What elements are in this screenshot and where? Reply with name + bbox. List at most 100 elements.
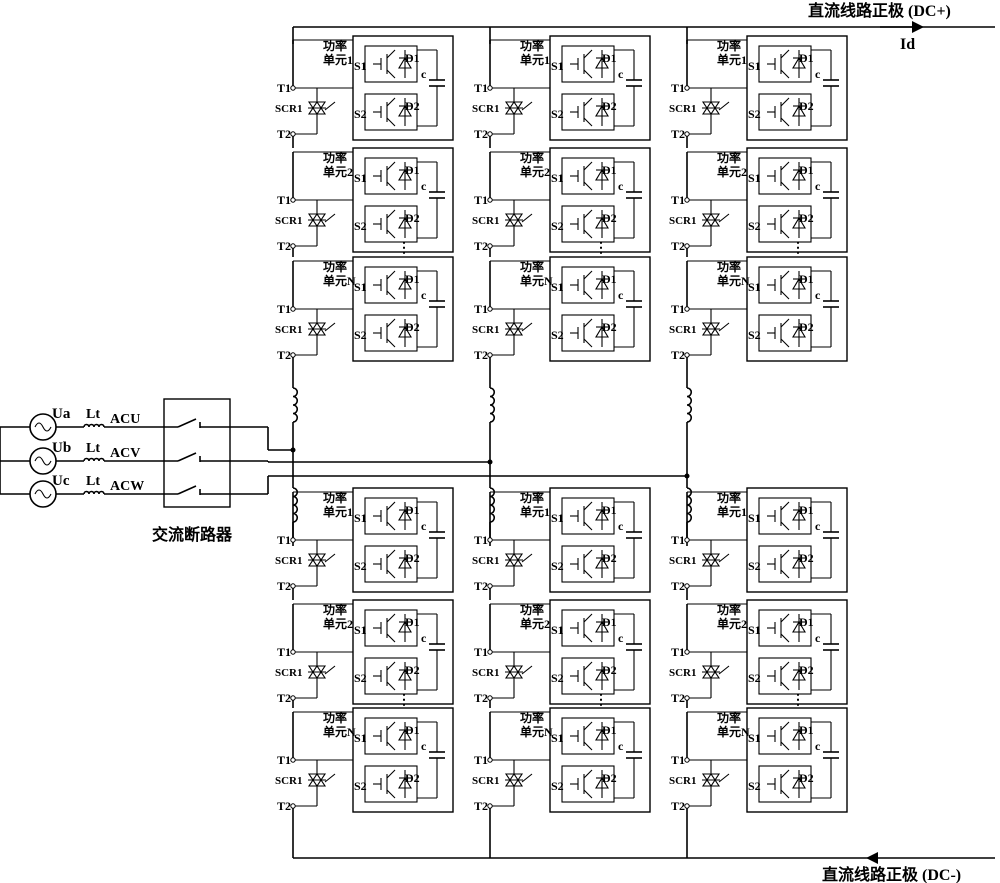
capacitor-label: c: [618, 739, 624, 753]
module-label: 功率: [717, 602, 741, 617]
terminal-t1-label: T1: [277, 302, 291, 316]
dc-negative-label: 直流线路正极 (DC-): [822, 865, 961, 883]
module-box: [549, 35, 651, 141]
dc-positive-label: 直流线路正极 (DC+): [808, 1, 951, 20]
ellipsis-mark: ⋮: [397, 693, 411, 708]
terminal-t1-label: T1: [277, 193, 291, 207]
source-label: Ub: [52, 440, 71, 456]
s2-label: S2: [551, 671, 564, 685]
d2-label: D2: [799, 771, 814, 785]
module-label: 单元2: [323, 164, 353, 179]
terminal-t2-label: T2: [474, 239, 488, 253]
terminal-dot: [487, 85, 493, 91]
terminal-t1-label: T1: [671, 302, 685, 316]
inductor-label: Lt: [86, 441, 100, 456]
d2-label: D2: [602, 551, 617, 565]
module-label: 单元N: [520, 724, 553, 739]
module-label: 功率: [520, 38, 544, 53]
module-box: [549, 599, 651, 705]
module-label: 单元N: [717, 273, 750, 288]
terminal-dot: [684, 352, 690, 358]
d2-label: D2: [405, 551, 420, 565]
module-label: 功率: [323, 259, 347, 274]
inductor-icon: [686, 387, 693, 423]
module-label: 功率: [717, 490, 741, 505]
s2-label: S2: [551, 779, 564, 793]
module-box: [549, 147, 651, 253]
capacitor-label: c: [421, 739, 427, 753]
current-arrow: [880, 21, 924, 33]
terminal-t1-label: T1: [671, 193, 685, 207]
s2-label: S2: [354, 671, 367, 685]
module-label: 单元N: [520, 273, 553, 288]
s1-label: S1: [748, 511, 761, 525]
d2-label: D2: [405, 320, 420, 334]
module-label: 单元2: [520, 616, 550, 631]
source-label: Ua: [52, 406, 71, 422]
terminal-dot: [684, 649, 690, 655]
d2-label: D2: [405, 771, 420, 785]
s1-label: S1: [354, 623, 367, 637]
ellipsis-mark: ⋮: [594, 241, 608, 256]
terminal-t1-label: T1: [474, 193, 488, 207]
s1-label: S1: [354, 731, 367, 745]
d1-label: D1: [405, 615, 420, 629]
module-box: [746, 599, 848, 705]
s1-switch-cell: [561, 157, 615, 195]
capacitor-label: c: [815, 67, 821, 81]
capacitor-label: c: [618, 288, 624, 302]
thyristor-label: SCR1: [472, 555, 500, 567]
junction-dot: [684, 473, 690, 479]
power-module-grid: 功率单元1T1T2SCR1S1D1S2D2c功率单元2T1T2SCR1S1D1S…: [275, 35, 848, 842]
terminal-dot: [290, 695, 296, 701]
s1-switch-cell: [364, 45, 418, 83]
capacitor-label: c: [421, 519, 427, 533]
arm-connection-2: [487, 372, 496, 546]
module-box: [746, 35, 848, 141]
terminal-t1-label: T1: [671, 753, 685, 767]
module-label: 功率: [520, 150, 544, 165]
s2-switch-cell: [561, 765, 615, 803]
terminal-t1-label: T1: [474, 533, 488, 547]
s1-switch-cell: [561, 497, 615, 535]
terminal-t2-label: T2: [277, 799, 291, 813]
capacitor-label: c: [815, 739, 821, 753]
module-label: 单元N: [323, 273, 356, 288]
terminal-dot: [684, 537, 690, 543]
terminal-t2-label: T2: [474, 691, 488, 705]
terminal-t1-label: T1: [474, 302, 488, 316]
s1-label: S1: [551, 511, 564, 525]
capacitor-label: c: [421, 288, 427, 302]
capacitor-label: c: [815, 288, 821, 302]
junction-dot: [290, 447, 296, 453]
terminal-t2-label: T2: [277, 691, 291, 705]
s1-switch-cell: [364, 497, 418, 535]
breaker-label: 交流断路器: [152, 525, 233, 544]
d2-label: D2: [602, 320, 617, 334]
module-label: 单元N: [323, 724, 356, 739]
inductor-icon: [83, 490, 105, 495]
inductor-icon: [489, 387, 496, 423]
s1-switch-cell: [758, 157, 812, 195]
module-label: 功率: [323, 38, 347, 53]
s2-switch-cell: [364, 765, 418, 803]
d2-label: D2: [602, 771, 617, 785]
terminal-dot: [487, 352, 493, 358]
d1-label: D1: [405, 723, 420, 737]
s1-switch-cell: [561, 717, 615, 755]
d1-label: D1: [602, 723, 617, 737]
s1-switch-cell: [364, 266, 418, 304]
capacitor-label: c: [421, 67, 427, 81]
module-box: [746, 147, 848, 253]
d2-label: D2: [602, 211, 617, 225]
thyristor-label: SCR1: [275, 555, 303, 567]
module-box: [549, 707, 651, 813]
d1-label: D1: [405, 272, 420, 286]
